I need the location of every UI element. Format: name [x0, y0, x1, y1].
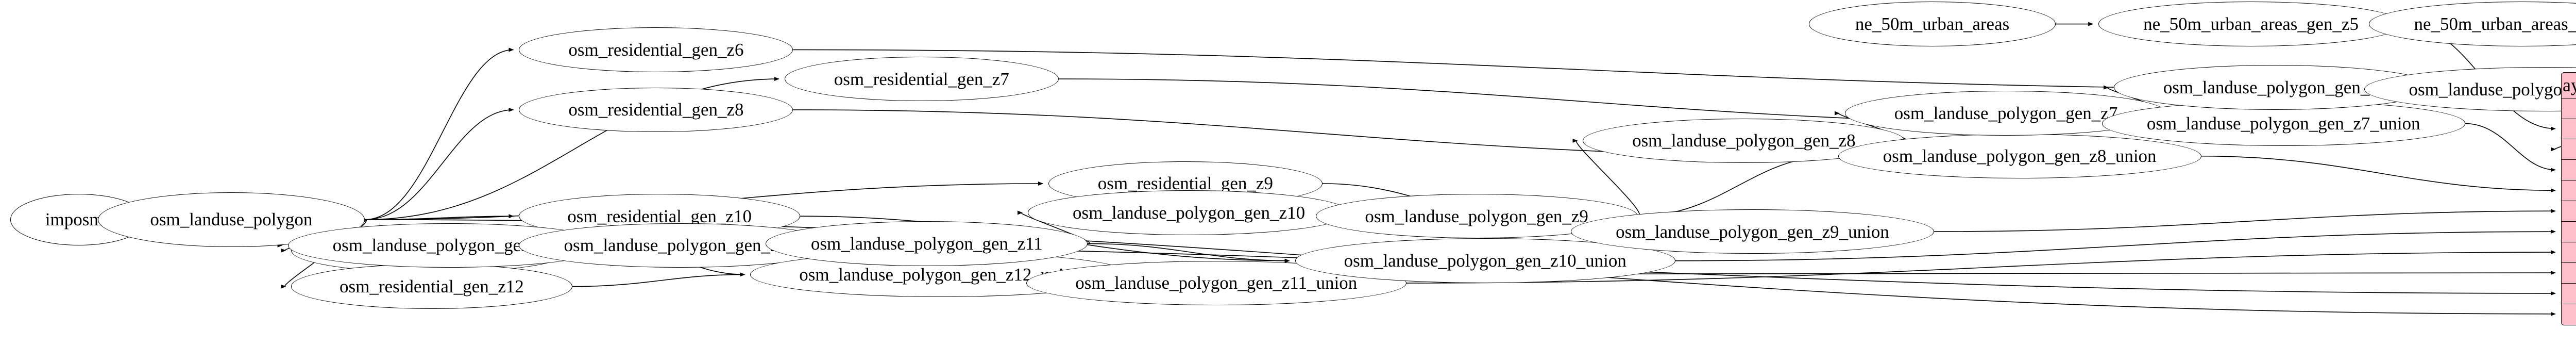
graph-edge — [365, 107, 514, 220]
graph-node-osm-residential-gen-z7[interactable]: osm_residential_gen_z7 — [784, 56, 1059, 102]
graph-node-osm-landuse-polygon-gen-z11[interactable]: osm_landuse_polygon_gen_z11 — [766, 221, 1088, 266]
layer-landuse-table-title: layer_landuse — [2561, 72, 2576, 98]
graph-node-label: osm_landuse_polygon_gen_z10_union — [1344, 251, 1626, 271]
layer-landuse-row-z13[interactable]: z13 — [2561, 283, 2576, 304]
layer-landuse-row-z10[interactable]: z10 — [2561, 222, 2576, 243]
layer-landuse-row-z4[interactable]: z4 — [2561, 98, 2576, 119]
graph-node-osm-landuse-polygon-gen-z8-union[interactable]: osm_landuse_polygon_gen_z8_union — [1838, 134, 2201, 178]
graph-edge — [2465, 123, 2556, 172]
graph-node-imposm3[interactable]: imposm3 — [10, 193, 147, 245]
graph-edge — [1017, 210, 1090, 244]
graph-node-label: osm_landuse_polygon_gen_z11 — [810, 233, 1043, 254]
graph-edge — [365, 47, 514, 220]
graph-node-label: osm_residential_gen_z8 — [568, 100, 744, 120]
graph-node-osm-residential-gen-z8[interactable]: osm_residential_gen_z8 — [519, 87, 793, 133]
layer-landuse-table[interactable]: layer_landusez4z5z6z7z8z9z10z11z12z13z14… — [2561, 72, 2576, 325]
graph-node-label: osm_landuse_polygon_gen_z9 — [1365, 206, 1588, 226]
graph-edge — [2201, 155, 2556, 193]
graph-node-label: osm_landuse_polygon_gen_z8 — [1632, 130, 1856, 151]
graph-edge — [1934, 209, 2556, 232]
graph-edge — [1406, 250, 2556, 284]
graph-node-label: osm_residential_gen_z12 — [340, 276, 524, 297]
graph-edge — [793, 49, 2359, 92]
graph-node-osm-landuse-polygon-gen-z10[interactable]: osm_landuse_polygon_gen_z10 — [1028, 190, 1350, 235]
graph-node-label: osm_landuse_polygon_gen_z9_union — [1616, 221, 1889, 242]
graph-node-ne-50m-urban-areas[interactable]: ne_50m_urban_areas — [1809, 2, 2056, 46]
graph-node-label: osm_landuse_polygon_gen_z8_union — [1883, 146, 2157, 167]
graph-edge — [1572, 138, 1640, 217]
graph-node-label: osm_landuse_polygon_gen_z10 — [1073, 203, 1306, 223]
graph-node-osm-residential-gen-z12[interactable]: osm_residential_gen_z12 — [291, 264, 572, 309]
graph-edge — [365, 77, 779, 220]
graph-node-label: osm_landuse_polygon_gen_z7_union — [2146, 113, 2420, 134]
graph-node-label: osm_residential_gen_z6 — [568, 39, 744, 60]
graph-node-osm-landuse-polygon-gen-z10-union[interactable]: osm_landuse_polygon_gen_z10_union — [1295, 238, 1675, 283]
graph-node-label: osm_landuse_polygon_gen_z6_union — [2409, 79, 2576, 100]
layer-landuse-row-z11[interactable]: z11 — [2561, 242, 2576, 263]
graph-edge — [1088, 243, 1290, 263]
graph-edge — [572, 272, 745, 287]
graph-node-label: osm_residential_gen_z10 — [567, 206, 752, 226]
graph-node-label: osm_landuse_polygon_gen_z12 — [564, 235, 796, 256]
graph-edge — [1637, 154, 1833, 217]
graph-node-ne-50m-urban-areas-gen-z5[interactable]: ne_50m_urban_areas_gen_z5 — [2098, 2, 2403, 46]
graph-node-label: ne_50m_urban_areas_gen_z4 — [2414, 14, 2576, 35]
graph-node-label: osm_landuse_polygon_gen_z6 — [2163, 77, 2387, 98]
graph-node-label: ne_50m_urban_areas — [1855, 14, 2010, 35]
layer-landuse-row-z12[interactable]: z12 — [2561, 263, 2576, 284]
graph-node-label: osm_residential_gen_z7 — [834, 69, 1009, 89]
graph-node-label: osm_landuse_polygon — [150, 209, 313, 230]
layer-landuse-row-z9[interactable]: z9 — [2561, 201, 2576, 222]
graph-node-label: osm_residential_gen_z9 — [1097, 173, 1273, 194]
graph-node-osm-residential-gen-z6[interactable]: osm_residential_gen_z6 — [519, 27, 793, 72]
graph-node-label: osm_landuse_polygon_gen_z11_union — [1075, 273, 1358, 293]
graph-node-label: ne_50m_urban_areas_gen_z5 — [2143, 14, 2359, 35]
layer-landuse-row-z5[interactable]: z5 — [2561, 119, 2576, 140]
layer-landuse-row-z14plus[interactable]: z14+ — [2561, 304, 2576, 325]
graph-node-label: osm_landuse_polygon_gen_z7 — [1894, 103, 2118, 124]
layer-landuse-row-z7[interactable]: z7 — [2561, 160, 2576, 181]
layer-landuse-row-z8[interactable]: z8 — [2561, 180, 2576, 202]
graph-node-osm-landuse-polygon-gen-z9-union[interactable]: osm_landuse_polygon_gen_z9_union — [1571, 209, 1934, 254]
graph-edge — [1675, 229, 2556, 261]
layer-landuse-row-z6[interactable]: z6 — [2561, 139, 2576, 160]
